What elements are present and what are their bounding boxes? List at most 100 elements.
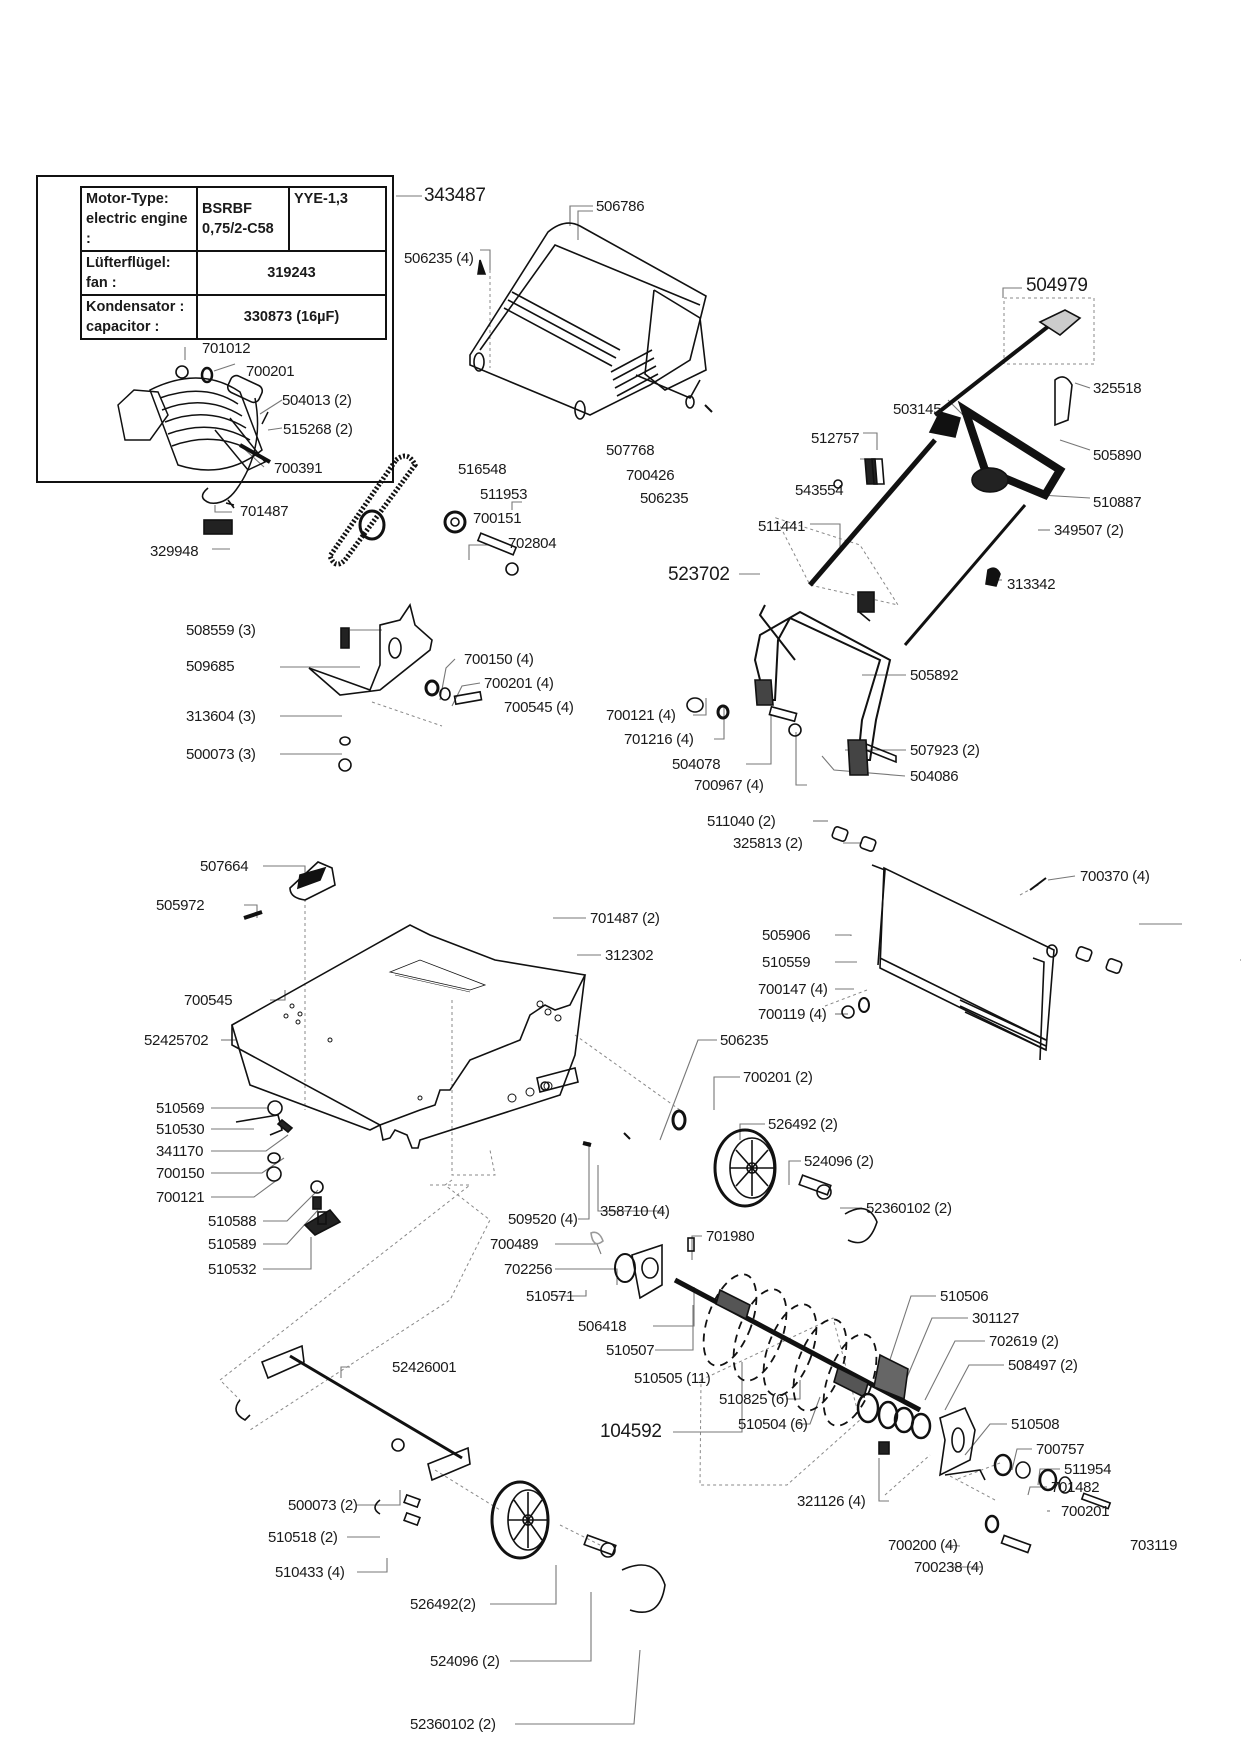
part-label-700238-4: 700238 (4): [914, 1559, 984, 1576]
part-label-313604-3: 313604 (3): [186, 708, 256, 725]
part-label-516548: 516548: [458, 461, 507, 478]
part-label-510530: 510530: [156, 1121, 205, 1138]
motor-spec-table: Motor-Type: electric engine : BSRBF 0,75…: [80, 186, 387, 340]
height-adjuster: [235, 1100, 342, 1236]
part-label-524096-2-front: 524096 (2): [804, 1153, 874, 1170]
motor-type-value-a: BSRBF: [202, 201, 252, 217]
mower-deck: [231, 924, 587, 1149]
part-label-505906: 505906: [762, 927, 811, 944]
bushings: [831, 826, 1123, 974]
part-label-510588: 510588: [208, 1213, 257, 1230]
part-label-507768: 507768: [606, 442, 655, 459]
grass-flap: [841, 864, 1058, 1061]
part-label-701487: 701487: [240, 503, 289, 520]
part-label-505890: 505890: [1093, 447, 1142, 464]
capacitor-value: 330873 (16µF): [196, 294, 387, 340]
part-label-700426: 700426: [626, 467, 675, 484]
part-label-313342: 313342: [1007, 576, 1056, 593]
part-label-510518-2: 510518 (2): [268, 1529, 338, 1546]
capacitor-label-de: Kondensator :: [86, 299, 185, 315]
fan-value: 319243: [196, 250, 387, 296]
part-label-500073-3: 500073 (3): [186, 746, 256, 763]
part-label-508559-3: 508559 (3): [186, 622, 256, 639]
part-label-325518: 325518: [1093, 380, 1142, 397]
part-label-700545: 700545: [184, 992, 233, 1009]
part-label-52360102-2-front: 52360102 (2): [866, 1200, 952, 1217]
part-label-104592: 104592: [600, 1421, 662, 1442]
part-label-341170: 341170: [156, 1143, 204, 1160]
part-label-505892: 505892: [910, 667, 959, 684]
motor-type-value-b: 0,75/2-C58: [202, 221, 274, 237]
part-label-700150: 700150: [156, 1165, 205, 1182]
part-label-701980: 701980: [706, 1228, 755, 1245]
motor-type-label-de: Motor-Type:: [86, 191, 169, 207]
part-label-329948: 329948: [150, 543, 199, 560]
part-label-508497-2: 508497 (2): [1008, 1357, 1078, 1374]
spec-row-fan: Lüfterflügel: fan : 319243: [80, 250, 387, 296]
part-label-510505-11: 510505 (11): [634, 1370, 711, 1387]
part-label-500073-2: 500073 (2): [288, 1497, 358, 1514]
rear-axle: [235, 1344, 666, 1613]
part-label-701216-4: 701216 (4): [624, 731, 694, 748]
part-label-503145: 503145: [893, 401, 942, 418]
capacitor-label-en: capacitor :: [86, 319, 160, 335]
part-label-52426001: 52426001: [392, 1359, 457, 1376]
part-label-510507: 510507: [606, 1342, 655, 1359]
part-label-349507-2: 349507 (2): [1054, 522, 1124, 539]
motor-bracket: [308, 603, 483, 772]
part-label-700967-4: 700967 (4): [694, 777, 764, 794]
scarifier-roller: [590, 1231, 1112, 1554]
part-label-700489: 700489: [490, 1236, 539, 1253]
part-label-510559: 510559: [762, 954, 811, 971]
part-label-301127: 301127: [972, 1310, 1020, 1327]
part-label-524096-2-rear: 524096 (2): [430, 1653, 500, 1670]
part-label-700147-4: 700147 (4): [758, 981, 828, 998]
part-label-700370-4: 700370 (4): [1080, 868, 1150, 885]
part-label-700119-4: 700119 (4): [758, 1006, 827, 1023]
part-label-506235: 506235: [640, 490, 689, 507]
part-label-325813-2: 325813 (2): [733, 835, 803, 852]
spec-row-motor-type: Motor-Type: electric engine : BSRBF 0,75…: [80, 186, 387, 252]
part-label-507923-2: 507923 (2): [910, 742, 980, 759]
part-label-526492-2-rear: 526492(2): [410, 1596, 476, 1613]
part-label-700121: 700121: [156, 1189, 205, 1206]
part-label-510887: 510887: [1093, 494, 1142, 511]
part-label-700201: 700201: [246, 363, 295, 380]
part-label-504979: 504979: [1026, 275, 1088, 296]
part-label-700121-4: 700121 (4): [606, 707, 676, 724]
part-label-526492-2-front: 526492 (2): [768, 1116, 838, 1133]
part-label-343487: 343487: [424, 185, 486, 206]
part-label-700201-4: 700201 (4): [484, 675, 554, 692]
part-label-702256: 702256: [504, 1261, 553, 1278]
part-label-506786: 506786: [596, 198, 645, 215]
part-label-701012: 701012: [202, 340, 251, 357]
part-label-700545-4: 700545 (4): [504, 699, 574, 716]
part-label-52360102-2-rear: 52360102 (2): [410, 1716, 496, 1733]
part-label-510571: 510571: [526, 1288, 575, 1305]
motor-cover: [469, 222, 713, 420]
part-label-505972: 505972: [156, 897, 205, 914]
part-label-509685: 509685: [186, 658, 235, 675]
part-label-700757: 700757: [1036, 1441, 1085, 1458]
part-label-510506: 510506: [940, 1288, 989, 1305]
part-label-511954: 511954: [1064, 1461, 1112, 1478]
part-label-511953: 511953: [480, 486, 528, 503]
belt-pulley: [327, 453, 519, 576]
part-label-506235-4: 506235 (4): [404, 250, 474, 267]
part-label-504013-2: 504013 (2): [282, 392, 352, 409]
part-label-358710-4: 358710 (4): [600, 1203, 670, 1220]
fan-label-de: Lüfterflügel:: [86, 255, 171, 271]
part-label-511040-2: 511040 (2): [707, 813, 776, 830]
part-label-321126-4: 321126 (4): [797, 1493, 866, 1510]
part-label-52425702: 52425702: [144, 1032, 209, 1049]
part-label-702804: 702804: [508, 535, 557, 552]
guide-lines: [219, 270, 1095, 1546]
part-label-510433-4: 510433 (4): [275, 1564, 345, 1581]
part-label-510825-6: 510825 (6): [719, 1391, 789, 1408]
spec-row-capacitor: Kondensator : capacitor : 330873 (16µF): [80, 294, 387, 340]
part-label-702619-2: 702619 (2): [989, 1333, 1059, 1350]
part-label-510589: 510589: [208, 1236, 257, 1253]
part-label-510569: 510569: [156, 1100, 205, 1117]
